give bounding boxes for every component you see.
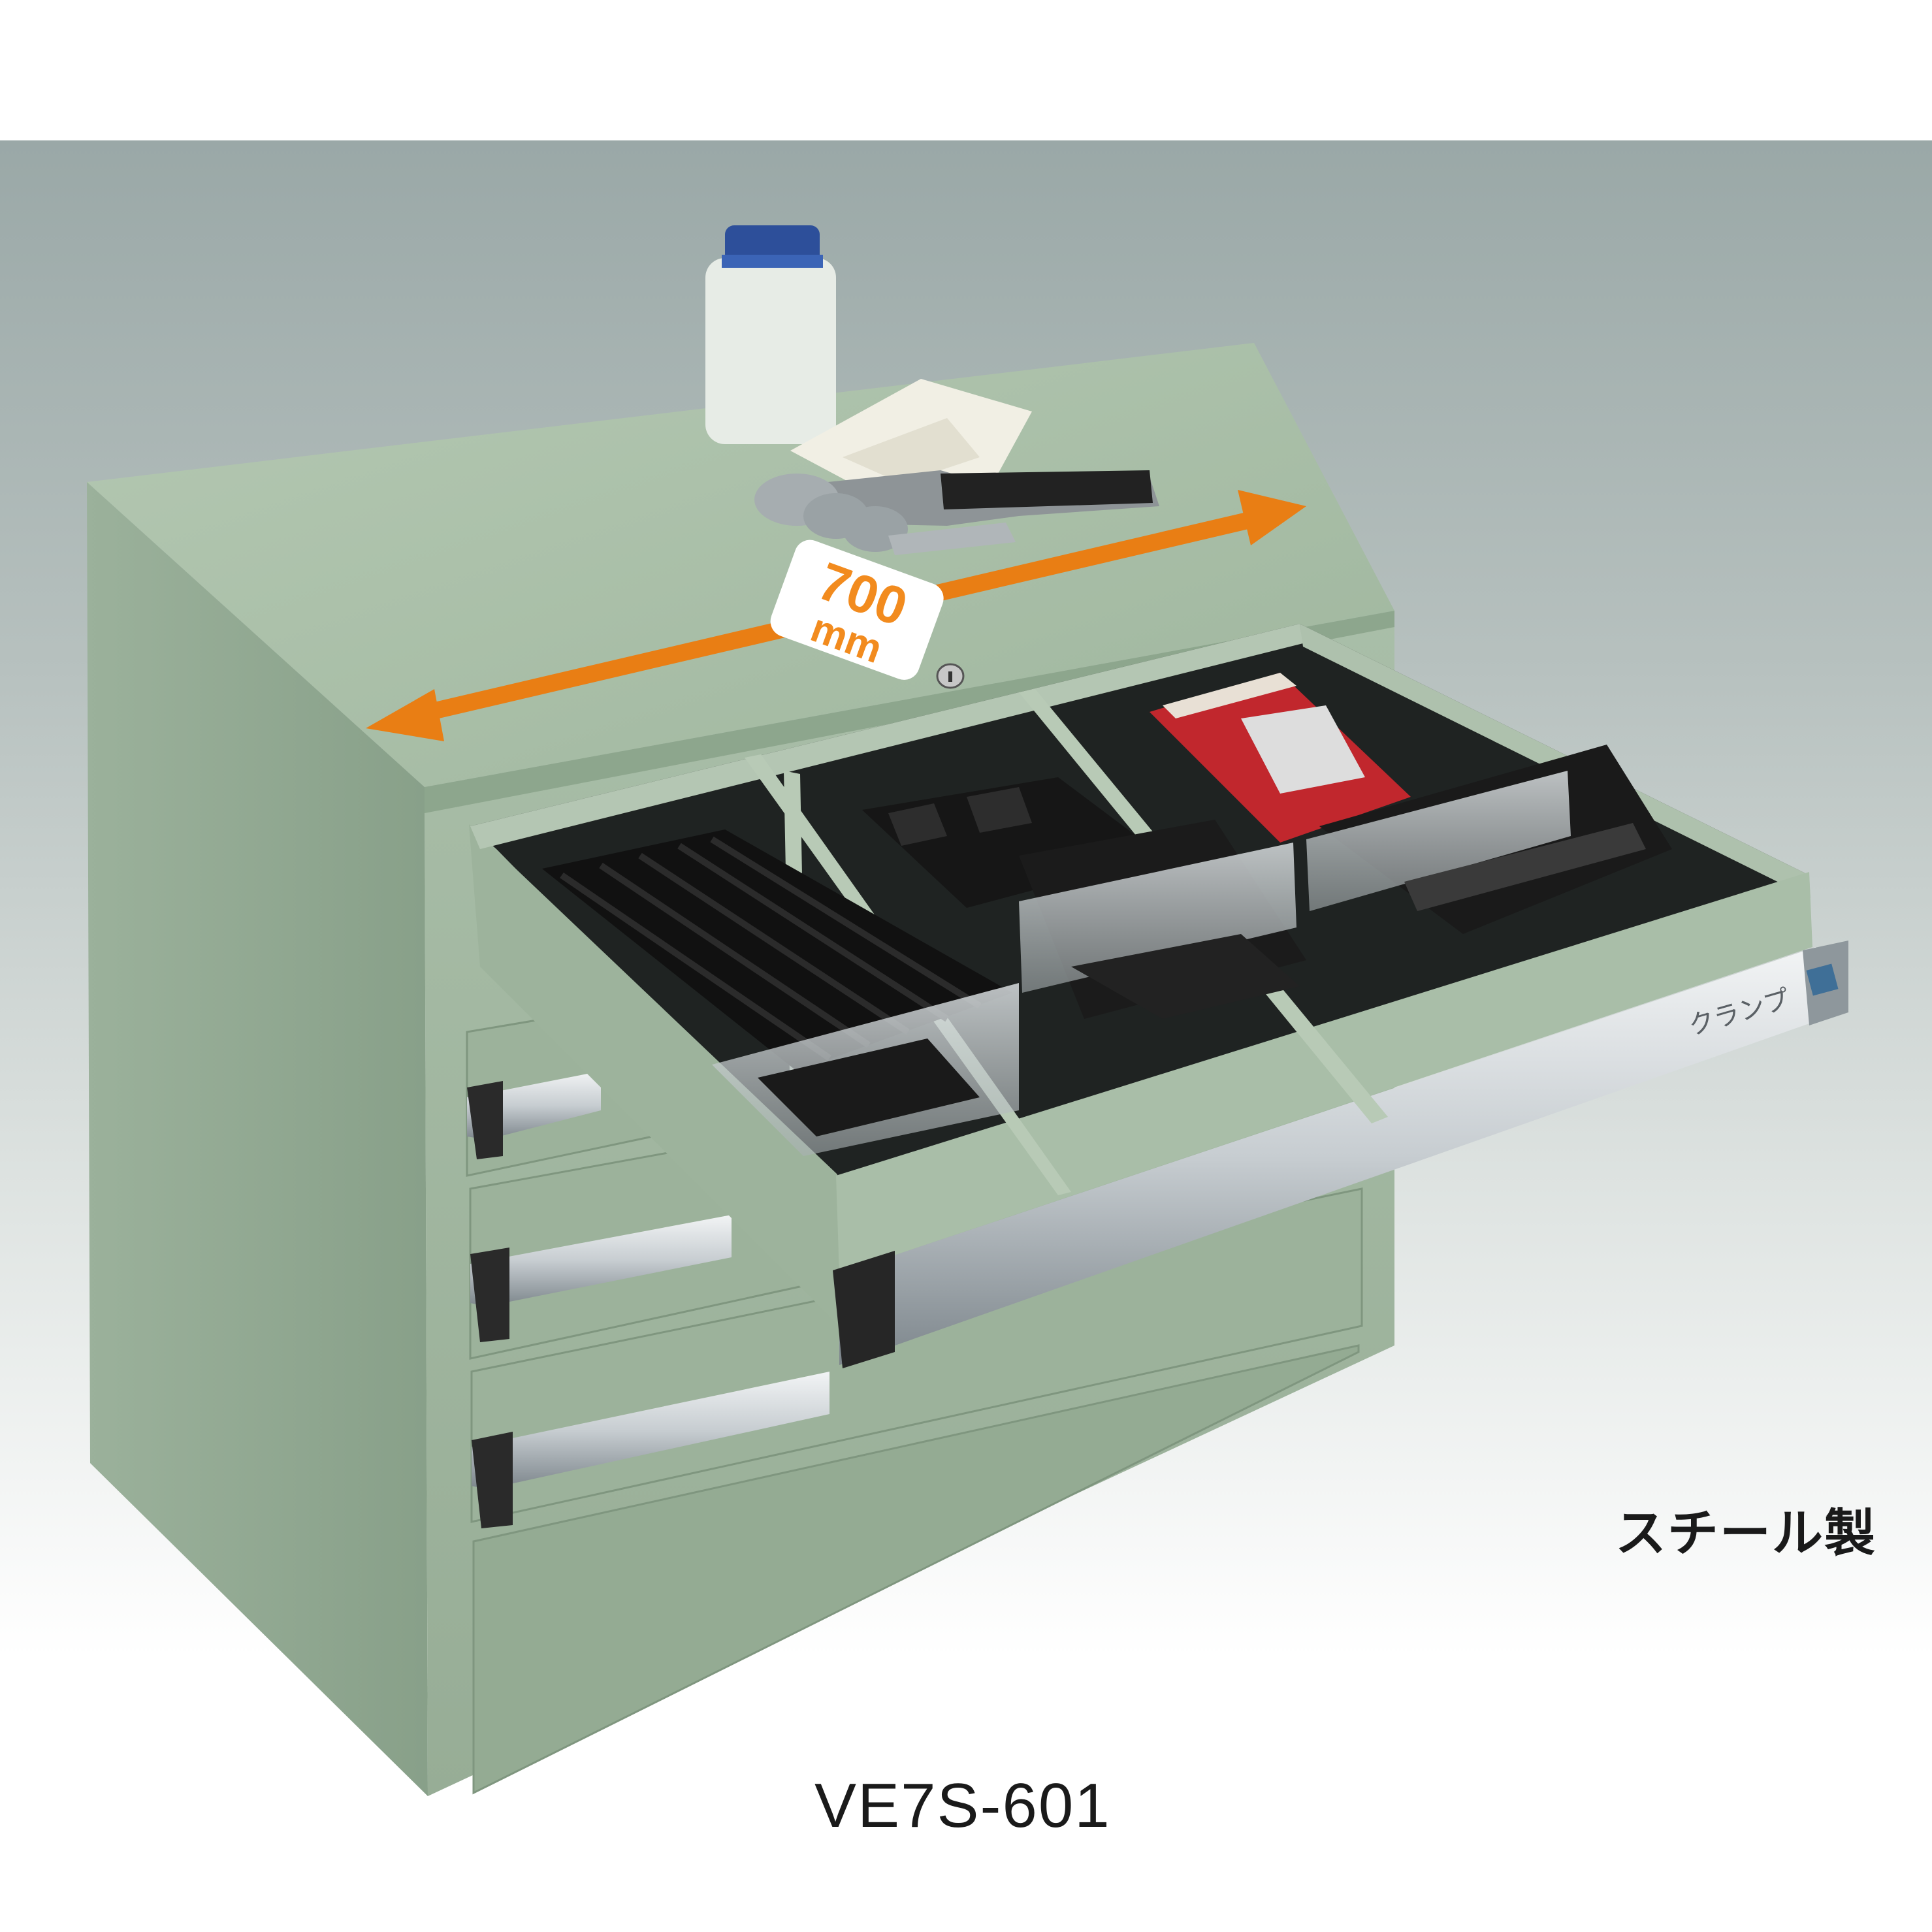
drawer-handle[interactable] [839,947,1822,1365]
bottle [705,225,836,444]
drawer-front-panel [836,872,1812,1274]
bin-step-blocks [862,777,1306,1019]
bin-bars [542,829,1019,1156]
material-label: スチール製 [1615,1504,1876,1563]
cloth [790,379,1032,503]
open-drawer[interactable]: クランプ [469,624,1848,1368]
bin-boxes [1150,673,1672,934]
cabinet-left-side [87,482,428,1796]
dimension-badge: 700 mm [770,539,944,680]
cabinet-top [87,343,1394,787]
model-number: VE7S-601 [814,1771,1111,1841]
ratchet-wrench [754,470,1159,555]
closed-drawer-5[interactable] [472,1344,1360,1795]
keyhole-icon[interactable] [936,663,965,689]
